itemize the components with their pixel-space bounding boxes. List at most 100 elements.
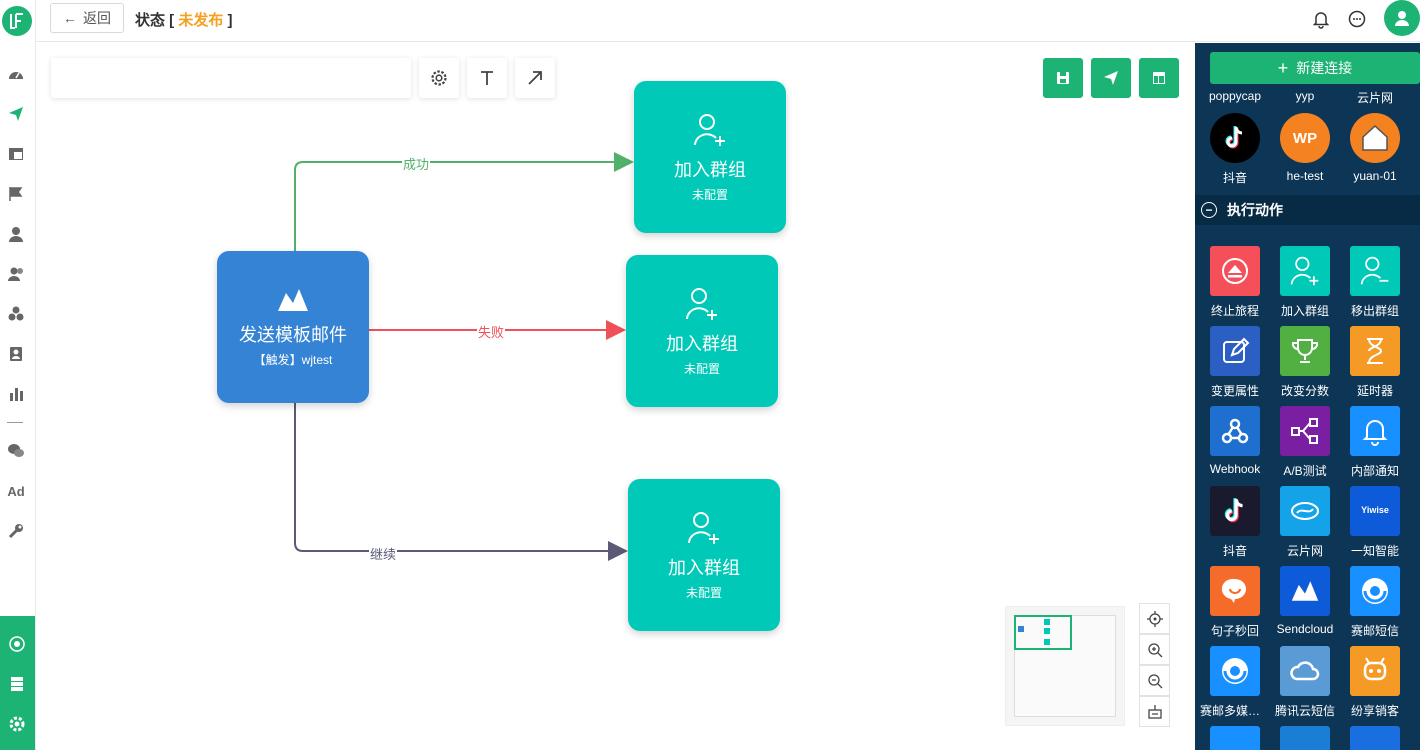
message-icon[interactable]	[1347, 9, 1367, 29]
bar-chart-icon[interactable]	[6, 384, 26, 404]
action-tile[interactable]: 赛邮短信	[1340, 566, 1410, 639]
app-logo[interactable]	[2, 6, 32, 36]
sendcloud-icon	[278, 288, 308, 311]
action-tile-partial[interactable]	[1210, 726, 1260, 750]
bell-icon	[1350, 406, 1400, 456]
journey-name-input[interactable]	[51, 58, 411, 98]
text-button[interactable]	[467, 58, 507, 98]
segments-icon[interactable]	[6, 304, 26, 324]
status-title: 状态 [ 未发布 ]	[135, 12, 233, 29]
submail-icon	[1350, 566, 1400, 616]
back-button-label: 返回	[83, 10, 111, 26]
connection-label: 云片网	[1356, 91, 1393, 105]
yiwise-icon: Yiwise	[1350, 486, 1400, 536]
wechat-icon[interactable]	[6, 441, 26, 461]
action-tile[interactable]: Sendcloud	[1270, 566, 1340, 636]
wp-icon: WP	[1280, 113, 1330, 163]
action-label: 腾讯云短信	[1274, 704, 1335, 718]
network-icon[interactable]	[7, 634, 27, 654]
action-tile-partial[interactable]	[1280, 726, 1330, 750]
zoom-in-button[interactable]	[1139, 634, 1170, 665]
ad-icon[interactable]: Ad	[7, 483, 25, 499]
action-tile[interactable]: 内部通知	[1340, 406, 1410, 479]
user-avatar[interactable]	[1384, 0, 1420, 36]
action-tile[interactable]: 加入群组	[1270, 246, 1340, 319]
left-nav: Ad	[0, 0, 36, 750]
tencent-cloud-icon	[1280, 646, 1330, 696]
connection-he-test[interactable]: WP he-test	[1270, 113, 1340, 183]
action-tile[interactable]: 云片网	[1270, 486, 1340, 559]
user-icon	[1395, 11, 1409, 26]
action-tile[interactable]: 赛邮多媒体短信	[1200, 646, 1270, 719]
settings-button[interactable]	[419, 58, 459, 98]
publish-button[interactable]	[1091, 58, 1131, 98]
wrench-icon[interactable]	[6, 521, 26, 541]
users-icon[interactable]	[6, 264, 26, 284]
node-join-group-2[interactable]: 加入群组 未配置	[626, 255, 778, 407]
node-join-group-1[interactable]: 加入群组 未配置	[634, 81, 786, 233]
gear-icon	[431, 70, 447, 86]
connection-yuan-01[interactable]: yuan-01	[1340, 113, 1410, 183]
action-tile[interactable]: 终止旅程	[1200, 246, 1270, 319]
settings-icon[interactable]	[7, 714, 27, 734]
nav-divider	[7, 422, 23, 423]
eject-icon	[1210, 246, 1260, 296]
arrow-left-icon: ←	[63, 10, 77, 26]
flag-icon[interactable]	[6, 184, 26, 204]
user-plus-icon	[1280, 246, 1330, 296]
new-connection-button[interactable]: + 新建连接	[1210, 52, 1420, 84]
action-tile-partial[interactable]	[1350, 726, 1400, 750]
node-title: 发送模板邮件	[239, 324, 347, 345]
arrow-button[interactable]	[515, 58, 555, 98]
user-plus-icon	[688, 511, 719, 544]
journey-icon[interactable]	[6, 104, 26, 124]
node-send-email[interactable]: 发送模板邮件 【触发】wjtest	[217, 251, 369, 403]
cloud-icon	[1280, 486, 1330, 536]
edge-continue	[294, 403, 628, 561]
action-tile[interactable]: 句子秒回	[1200, 566, 1270, 639]
fit-view-button[interactable]	[1139, 696, 1170, 727]
minimap-viewport[interactable]	[1014, 615, 1072, 650]
action-label: 加入群组	[1280, 304, 1329, 318]
node-join-group-3[interactable]: 加入群组 未配置	[628, 479, 780, 631]
action-label: Webhook	[1209, 462, 1261, 476]
zoom-out-icon	[1147, 673, 1162, 688]
action-tile[interactable]: 纷享销客	[1340, 646, 1410, 719]
save-button[interactable]	[1043, 58, 1083, 98]
action-tile[interactable]: 抖音	[1200, 486, 1270, 559]
contact-card-icon[interactable]	[6, 344, 26, 364]
locate-button[interactable]	[1139, 603, 1170, 634]
node-title: 加入群组	[666, 333, 738, 354]
action-label: 句子秒回	[1210, 624, 1259, 638]
text-icon	[481, 71, 493, 85]
node-subtitle: 【触发】wjtest	[253, 352, 333, 367]
back-button[interactable]: ← 返回	[50, 3, 124, 33]
chat-bubble-icon	[1210, 566, 1260, 616]
action-tile[interactable]: 延时器	[1340, 326, 1410, 399]
crosshair-icon	[1146, 610, 1163, 627]
dashboard-icon[interactable]	[6, 64, 26, 84]
action-tile[interactable]: 变更属性	[1200, 326, 1270, 399]
action-tile[interactable]: 改变分数	[1270, 326, 1340, 399]
action-tile[interactable]: 腾讯云短信	[1270, 646, 1340, 719]
minimap-node	[1044, 619, 1050, 625]
action-tile[interactable]: A/B测试	[1270, 406, 1340, 479]
nav-bottom-panel	[0, 616, 35, 750]
user-icon[interactable]	[6, 224, 26, 244]
fit-view-icon	[1147, 704, 1162, 719]
minimap[interactable]	[1005, 606, 1125, 726]
collapse-icon[interactable]: −	[1201, 202, 1217, 218]
layout-button[interactable]	[1139, 58, 1179, 98]
template-icon[interactable]	[6, 144, 26, 164]
bell-icon[interactable]	[1311, 9, 1331, 29]
zoom-out-button[interactable]	[1139, 665, 1170, 696]
action-tile[interactable]: Webhook	[1200, 406, 1270, 476]
action-tile[interactable]: 移出群组	[1340, 246, 1410, 319]
connection-tiktok[interactable]: 抖音	[1200, 113, 1270, 186]
action-section-header[interactable]: − 执行动作	[1195, 195, 1420, 225]
journey-canvas[interactable]: 成功 失败 继续 发送模板邮件 【触发】wjtest 加入群组 未配置 加入群组…	[36, 43, 1195, 750]
server-icon[interactable]	[7, 674, 27, 694]
action-label: 改变分数	[1280, 384, 1329, 398]
submail-mms-icon	[1210, 646, 1260, 696]
